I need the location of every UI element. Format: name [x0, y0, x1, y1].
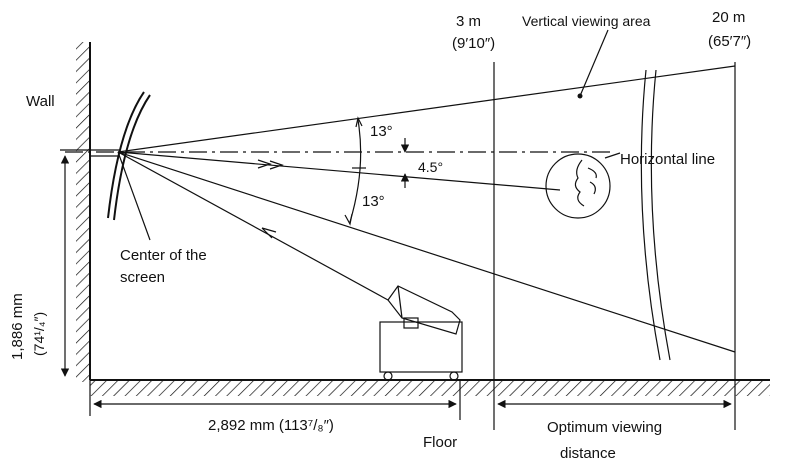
horizontal-line-leader: [604, 152, 621, 159]
near-distance-m: 3 m: [456, 13, 481, 30]
height-in-label: (74¹/₄″): [31, 312, 47, 356]
center-of-screen-label: Center of the: [120, 247, 207, 264]
height-dimension: [60, 149, 90, 377]
optimum-viewing-label: Optimum viewing: [547, 419, 662, 436]
angle-arc: [344, 116, 366, 226]
viewing-rays: [117, 65, 736, 353]
near-distance-ft: (9′10″): [452, 35, 495, 52]
vertical-viewing-area-label: Vertical viewing area: [522, 13, 651, 29]
eye-offset-angle-label: 4.5°: [418, 159, 443, 175]
projection-screen: [90, 91, 151, 221]
break-marks: [640, 69, 671, 361]
upper-angle-label: 13°: [370, 123, 393, 140]
eye-line-arrows: [257, 159, 284, 170]
wall: [76, 42, 91, 382]
projector-icon: [379, 285, 463, 381]
wall-label: Wall: [26, 93, 55, 110]
floor-distance-label: 2,892 mm (113⁷/₈″): [208, 417, 334, 434]
optimum-viewing-label-2: distance: [560, 445, 616, 462]
center-leader: [117, 151, 151, 241]
center-of-screen-label-2: screen: [120, 269, 165, 286]
viewing-area-leader: [579, 29, 609, 97]
far-distance-ft: (65′7″): [708, 33, 751, 50]
height-mm-label: 1,886 mm: [9, 293, 26, 360]
viewing-area-point: [577, 93, 583, 99]
floor-label: Floor: [423, 434, 457, 451]
floor-surface: [90, 379, 770, 396]
horizontal-line-label: Horizontal line: [620, 151, 715, 168]
floor-distance-dimension: [89, 380, 461, 420]
far-distance-m: 20 m: [712, 9, 745, 26]
viewer-face-icon: [545, 153, 611, 219]
lower-angle-label: 13°: [362, 193, 385, 210]
projection-arrow-icon: [261, 227, 277, 239]
